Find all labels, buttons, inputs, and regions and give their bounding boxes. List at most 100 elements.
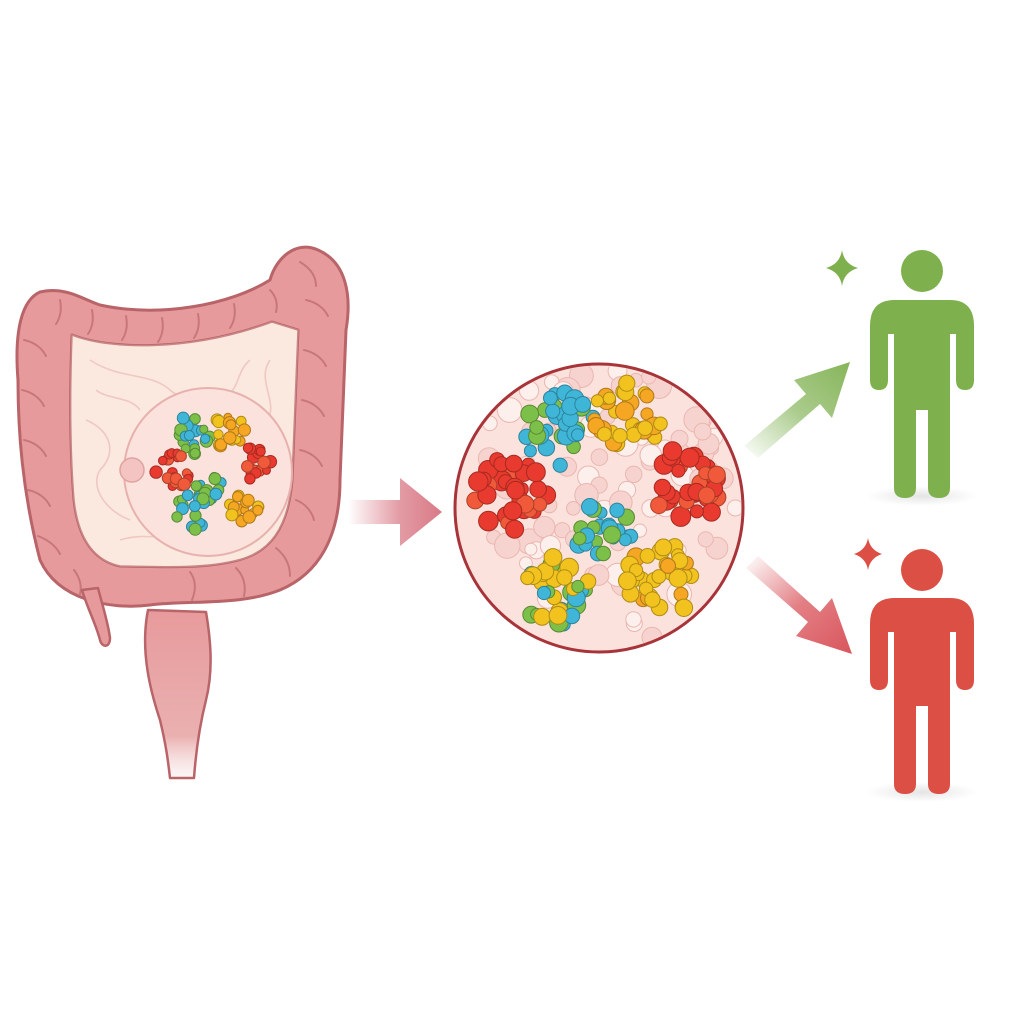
cell: [188, 522, 202, 536]
stroma-cell: [566, 501, 581, 516]
cell: [241, 460, 254, 473]
cell-cluster-blue-green: [518, 384, 601, 473]
cell: [670, 506, 692, 527]
colon-rectum: [143, 608, 212, 780]
cell: [596, 426, 612, 442]
cell: [478, 510, 499, 532]
cell: [149, 465, 163, 479]
cell: [679, 447, 700, 468]
cell: [639, 388, 655, 404]
cell: [639, 548, 656, 564]
cell-cluster-red: [466, 452, 557, 539]
cell: [701, 502, 721, 522]
cell: [505, 519, 525, 539]
stroma-cell: [693, 422, 712, 441]
cell-cluster-red: [650, 441, 727, 527]
tissue-section-icon: [453, 362, 745, 654]
cell: [177, 477, 191, 491]
sparkle-icon: [826, 250, 858, 286]
cell: [618, 533, 632, 547]
cell: [552, 457, 568, 473]
cell: [536, 585, 552, 601]
cell: [237, 423, 251, 437]
cell: [171, 511, 183, 523]
cell: [213, 429, 224, 440]
cell: [223, 431, 237, 445]
cell: [255, 446, 266, 457]
stroma-cell: [533, 515, 556, 539]
cell: [572, 531, 587, 546]
cell: [242, 442, 254, 454]
cell: [199, 424, 209, 434]
cell: [196, 492, 210, 506]
stroma-cell: [625, 465, 643, 483]
cell: [651, 569, 667, 584]
cell: [674, 598, 694, 617]
inset-cluster-yellow: [224, 489, 265, 528]
cell: [707, 465, 726, 484]
inset-cluster-yellow: [210, 412, 251, 453]
cell: [548, 606, 568, 625]
person-icon: [870, 549, 974, 794]
cell: [468, 471, 489, 492]
cell: [225, 419, 237, 431]
cell: [653, 478, 672, 497]
cell: [574, 396, 592, 413]
cell: [506, 480, 525, 500]
cell-cluster-yellow: [587, 374, 668, 453]
cell: [654, 538, 673, 557]
cell: [556, 569, 573, 586]
cell: [653, 416, 668, 432]
cell: [618, 571, 637, 591]
cell: [212, 414, 226, 429]
cell: [602, 525, 622, 544]
arrow-unfavorable: [746, 556, 852, 654]
cell: [214, 438, 228, 451]
cell: [257, 455, 271, 469]
colon-tumor-inset: [119, 387, 293, 557]
cell: [637, 420, 653, 437]
cell: [242, 510, 256, 524]
cell: [520, 404, 540, 424]
sparkle-icon: [854, 538, 882, 570]
inset-cluster-red: [149, 448, 194, 492]
cell: [660, 557, 676, 574]
cell-cluster-blue-green: [520, 548, 597, 633]
cell: [225, 508, 239, 522]
stroma-cell: [697, 531, 714, 548]
cell: [543, 390, 558, 406]
cell: [181, 489, 194, 502]
arrow-to-section: [348, 478, 442, 546]
cell: [183, 430, 195, 441]
person-icon: [870, 250, 974, 498]
cell: [581, 498, 599, 516]
cell: [615, 401, 635, 421]
cell: [668, 568, 688, 588]
cell: [529, 420, 544, 435]
cell: [158, 455, 168, 466]
cell: [571, 579, 585, 594]
cell: [609, 502, 625, 518]
cell: [523, 444, 537, 458]
cell: [188, 500, 201, 513]
unfavorable-outcome-person: [854, 538, 978, 802]
colon-haustra: [21, 261, 329, 601]
cell: [533, 607, 551, 626]
cell: [602, 391, 617, 405]
cell: [200, 433, 211, 444]
cell: [671, 463, 686, 478]
cell: [612, 428, 628, 444]
cell: [176, 411, 190, 425]
cell: [244, 473, 256, 485]
cell: [532, 497, 548, 512]
cell: [526, 462, 546, 483]
cell: [595, 545, 611, 562]
cell: [644, 591, 661, 608]
cell: [503, 501, 523, 521]
arrow-favorable: [744, 362, 850, 458]
stroma-cell: [726, 499, 741, 517]
cell: [590, 394, 605, 408]
inset-cluster-red: [241, 442, 278, 485]
stroma-cell: [590, 448, 609, 467]
